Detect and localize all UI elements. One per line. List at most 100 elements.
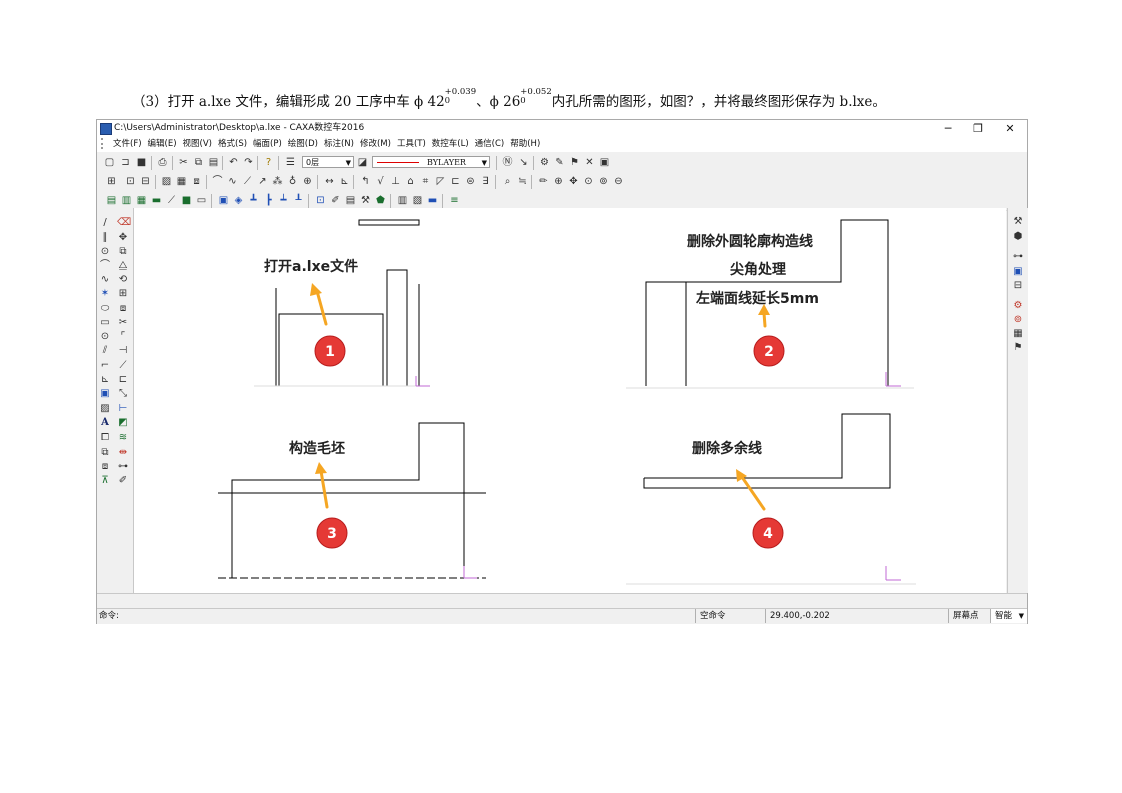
polygon-line-icon[interactable]: ⌐ bbox=[100, 360, 110, 371]
cut-icon[interactable]: ✂ bbox=[179, 157, 188, 168]
snap-mode-select[interactable]: 智能▼ bbox=[990, 609, 1027, 623]
cnc-code-icon[interactable]: ⊡ bbox=[316, 195, 325, 206]
hatch-draw-icon[interactable]: ⊾ bbox=[100, 374, 110, 385]
menu-cnc-lathe[interactable]: 数控车(L) bbox=[431, 139, 469, 149]
drawing-tool-7-icon[interactable]: ▭ bbox=[196, 195, 207, 206]
align-icon[interactable]: ⊢ bbox=[118, 403, 128, 414]
cnc-drill-icon[interactable]: ┷ bbox=[280, 195, 287, 206]
minimize-button[interactable]: ─ bbox=[944, 122, 952, 135]
drawing-tool-2-icon[interactable]: ▥ bbox=[121, 195, 132, 206]
join-icon[interactable]: ⊶ bbox=[118, 461, 128, 472]
right-tool-1-icon[interactable]: ⚒ bbox=[1013, 216, 1023, 227]
menu-dimension[interactable]: 标注(N) bbox=[323, 139, 354, 149]
center-line-icon[interactable]: ⊙ bbox=[100, 331, 110, 342]
hatch-icon[interactable]: ▨ bbox=[161, 176, 172, 187]
cnc-finish-icon[interactable]: ┻ bbox=[250, 195, 257, 206]
zoom-window-icon[interactable]: ⊡ bbox=[126, 176, 135, 187]
layer-tool-icon[interactable]: ⧉ bbox=[101, 447, 109, 458]
menu-sheet[interactable]: 幅面(P) bbox=[253, 139, 282, 149]
brush-icon[interactable]: ✐ bbox=[118, 475, 128, 486]
eraser-icon[interactable]: ⌫ bbox=[117, 217, 132, 228]
cnc-check-icon[interactable]: ▧ bbox=[412, 195, 423, 206]
cnc-report-icon[interactable]: ▥ bbox=[397, 195, 408, 206]
array-icon[interactable]: ⊞ bbox=[118, 288, 128, 299]
move-icon[interactable]: ✥ bbox=[118, 232, 128, 243]
break-point-icon[interactable]: ⇹ bbox=[118, 447, 128, 458]
properties-icon[interactable]: ⚙ bbox=[540, 157, 549, 168]
arc-icon[interactable]: ⌒ bbox=[212, 176, 223, 187]
zoom-out-icon[interactable]: ⊖ bbox=[614, 176, 623, 187]
chamfer-icon[interactable]: ⊏ bbox=[118, 374, 128, 385]
linear-dim-icon[interactable]: ↔ bbox=[325, 176, 334, 187]
text-style-icon[interactable]: ⚑ bbox=[570, 157, 579, 168]
zoom-all-icon[interactable]: ⊟ bbox=[141, 176, 150, 187]
menu-tools[interactable]: 工具(T) bbox=[396, 139, 426, 149]
menu-edit[interactable]: 编辑(E) bbox=[147, 139, 177, 149]
zoom-previous-icon[interactable]: ⊙ bbox=[584, 176, 593, 187]
drawing-tool-6-icon[interactable]: ■ bbox=[181, 195, 192, 206]
cnc-postprocess-icon[interactable]: ⬟ bbox=[376, 195, 385, 206]
save-icon[interactable]: ■ bbox=[136, 157, 147, 168]
tolerance-icon[interactable]: ⌗ bbox=[422, 176, 429, 187]
roughness-icon[interactable]: √ bbox=[377, 176, 384, 187]
menu-draw[interactable]: 绘图(D) bbox=[287, 139, 318, 149]
right-tool-9-icon[interactable]: ⚑ bbox=[1013, 342, 1023, 353]
copy-move-icon[interactable]: ⧉ bbox=[119, 246, 127, 257]
print-icon[interactable]: ⎙ bbox=[158, 157, 167, 168]
drawing-tool-4-icon[interactable]: ▬ bbox=[151, 195, 162, 206]
dim-style-icon[interactable]: ✕ bbox=[585, 157, 594, 168]
view-label-icon[interactable]: ⊜ bbox=[466, 176, 475, 187]
rotate-icon[interactable]: ⟲ bbox=[118, 274, 128, 285]
right-tool-5-icon[interactable]: ⊟ bbox=[1013, 280, 1023, 291]
layer-icon[interactable]: ☰ bbox=[286, 157, 295, 168]
zoom-icon[interactable]: ⊚ bbox=[599, 176, 608, 187]
query-icon[interactable]: ⌕ bbox=[504, 176, 511, 187]
cnc-transfer-icon[interactable]: ≡ bbox=[450, 195, 459, 206]
stretch-icon[interactable]: ⤡ bbox=[119, 388, 127, 399]
cnc-thread-icon[interactable]: ┸ bbox=[295, 195, 302, 206]
trim-icon[interactable]: ✂ bbox=[118, 317, 128, 328]
cnc-profile-icon[interactable]: ▣ bbox=[218, 195, 229, 206]
right-tool-3-icon[interactable]: ⊶ bbox=[1013, 251, 1023, 262]
zoom-in-icon[interactable]: ⊕ bbox=[554, 176, 563, 187]
arrow-tool-icon[interactable]: ↗ bbox=[258, 176, 267, 187]
plugin-icon[interactable]: ▣ bbox=[599, 157, 610, 168]
drawing-tool-5-icon[interactable]: ⟋ bbox=[168, 195, 175, 206]
redo-icon[interactable]: ↷ bbox=[244, 157, 253, 168]
cnc-save-code-icon[interactable]: ▬ bbox=[427, 195, 438, 206]
menu-file[interactable]: 文件(F) bbox=[113, 139, 142, 149]
arc-draw-icon[interactable]: ⌒ bbox=[100, 260, 110, 271]
menu-modify[interactable]: 修改(M) bbox=[359, 139, 391, 149]
drawing-tool-3-icon[interactable]: ▦ bbox=[136, 195, 147, 206]
close-button[interactable]: ✕ bbox=[1005, 122, 1015, 135]
coordinate-dim-icon[interactable]: ⊾ bbox=[340, 176, 349, 187]
weld-icon[interactable]: ⌂ bbox=[407, 176, 414, 187]
text-tool-icon[interactable]: ∃ bbox=[482, 176, 489, 187]
mirror-icon[interactable]: ⧋ bbox=[118, 260, 128, 271]
menu-format[interactable]: 格式(S) bbox=[218, 139, 248, 149]
window-select-icon[interactable]: ⧠ bbox=[101, 432, 109, 443]
cnc-blank-icon[interactable]: ⊼ bbox=[101, 475, 109, 486]
pen-icon[interactable]: ✏ bbox=[539, 176, 548, 187]
menu-help[interactable]: 帮助(H) bbox=[510, 139, 541, 149]
image-icon[interactable]: ▨ bbox=[100, 403, 110, 414]
menu-communication[interactable]: 通信(C) bbox=[474, 139, 505, 149]
taper-icon[interactable]: ◸ bbox=[436, 176, 445, 187]
cnc-simulate-icon[interactable]: ⚒ bbox=[361, 195, 370, 206]
wave-icon[interactable]: ∿ bbox=[228, 176, 237, 187]
open-file-icon[interactable]: ⊐ bbox=[121, 157, 130, 168]
scale-icon[interactable]: ⧈ bbox=[119, 303, 127, 314]
block-insert-icon[interactable]: ▣ bbox=[100, 388, 110, 399]
property-brush-icon[interactable]: ≋ bbox=[118, 432, 128, 443]
command-area[interactable] bbox=[97, 593, 1027, 608]
equidistant-icon[interactable]: ⫽ bbox=[102, 345, 108, 356]
style-icon[interactable]: ✎ bbox=[555, 157, 564, 168]
cnc-rough-icon[interactable]: ◈ bbox=[234, 195, 243, 206]
cnc-tool-lib-icon[interactable]: ✐ bbox=[331, 195, 340, 206]
measure-icon[interactable]: ≒ bbox=[518, 176, 527, 187]
linetype-select[interactable]: BYLAYER▼ bbox=[372, 156, 490, 168]
group-icon[interactable]: ⧈ bbox=[101, 461, 109, 472]
pan-icon[interactable]: ✥ bbox=[569, 176, 578, 187]
grid-icon[interactable]: ⊞ bbox=[107, 176, 116, 187]
copy-icon[interactable]: ⧉ bbox=[194, 157, 203, 168]
